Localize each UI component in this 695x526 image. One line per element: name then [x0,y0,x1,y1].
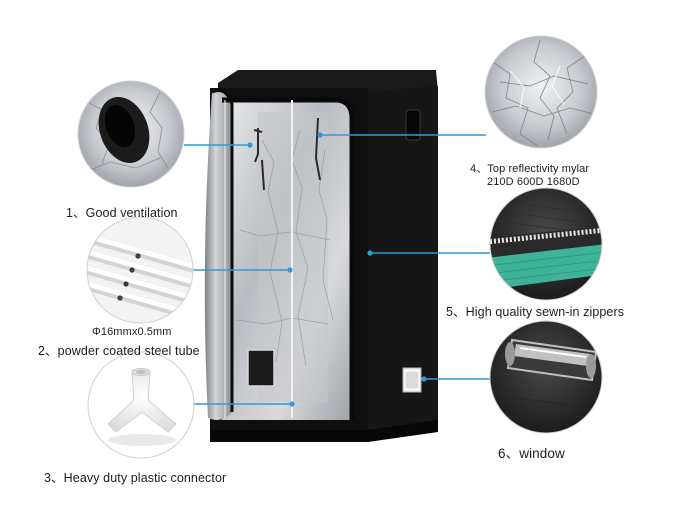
tent-side-panel [365,86,438,440]
feature-number: 2、 [38,344,58,358]
tent-top [218,70,438,92]
feature-number: 1、 [66,206,86,220]
floor-vent [247,349,275,387]
top-vent [405,109,421,141]
feature-text: window [519,446,565,461]
feature-number: 5、 [446,305,466,319]
mylar-denier-options: 210D 600D 1680D [487,176,580,188]
feature-number: 3、 [44,471,64,485]
mylar-detail-image [485,36,597,148]
zipper-detail-image [490,188,602,300]
feature-label-zippers: 5、High quality sewn-in zippers [446,301,624,320]
window-detail-image [490,321,602,433]
feature-text: Good ventilation [85,206,178,220]
feature-text: Top reflectivity mylar [487,163,590,175]
feature-number: 6、 [498,446,520,461]
feature-label-ventilation: 1、Good ventilation [66,202,178,221]
ventilation-detail-image [78,81,184,187]
feature-text: Heavy duty plastic connector [63,471,227,485]
connector-detail-image [88,352,194,458]
feature-label-window: 6、window [498,442,565,462]
grow-tent [204,70,438,442]
steel-tube-detail-image [87,217,193,323]
steel-tube-spec: Φ16mmx0.5mm [92,326,172,338]
feature-text: High quality sewn-in zippers [465,305,625,319]
feature-label-steel-tube: 2、powder coated steel tube [38,340,200,359]
feature-number: 4、 [470,163,488,175]
door-flap [204,90,232,420]
feature-text: powder coated steel tube [57,344,200,358]
feature-label-connector: 3、Heavy duty plastic connector [44,467,226,486]
callout-lines [184,134,490,405]
feature-label-mylar: 4、Top reflectivity mylar [470,160,589,176]
